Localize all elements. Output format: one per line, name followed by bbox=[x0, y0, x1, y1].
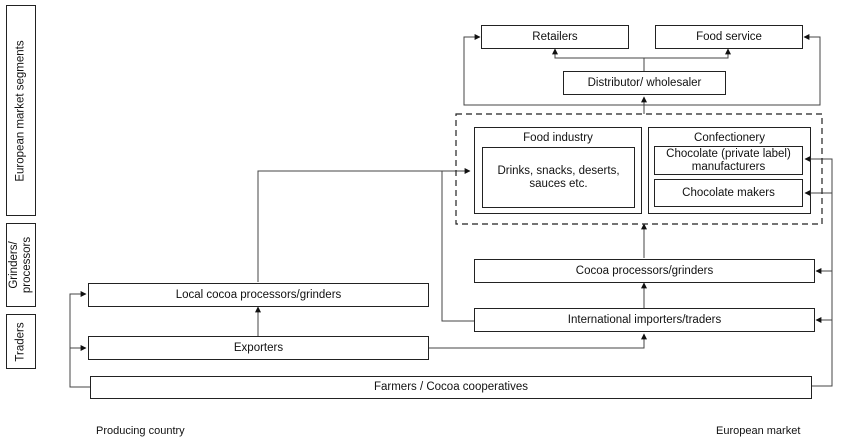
farmers-box: Farmers / Cocoa cooperatives bbox=[90, 376, 812, 399]
retailers-box: Retailers bbox=[481, 25, 629, 49]
european-market-label: European market bbox=[716, 425, 801, 437]
international-importers-box: International importers/traders bbox=[474, 308, 815, 332]
segment-european-market: European market segments bbox=[6, 5, 36, 216]
arrow-importers-to-food-industry bbox=[441, 171, 474, 322]
segment-grinders-processors: Grinders/ processors bbox=[6, 223, 36, 307]
food-industry-frame: Food industry bbox=[474, 127, 642, 214]
confectionery-frame: Confectionery bbox=[648, 127, 811, 214]
food-service-box: Food service bbox=[655, 25, 803, 49]
arrow-loop-to-food-service bbox=[644, 34, 821, 106]
producing-country-label: Producing country bbox=[96, 425, 185, 437]
local-processors-box: Local cocoa processors/grinders bbox=[88, 283, 429, 307]
arrow-distributor-to-food-service bbox=[644, 48, 731, 59]
arrow-farmers-to-chocolate-private bbox=[804, 156, 833, 387]
arrow-distributor-to-retailers bbox=[552, 48, 645, 72]
arrow-local-to-food-industry bbox=[257, 168, 471, 282]
chocolate-makers-box: Chocolate makers bbox=[654, 179, 803, 207]
cocoa-processors-box: Cocoa processors/grinders bbox=[474, 259, 815, 283]
arrow-farmers-to-local bbox=[69, 291, 90, 388]
european-segments-frame bbox=[455, 113, 823, 225]
segment-traders: Traders bbox=[6, 314, 36, 369]
confectionery-title: Confectionery bbox=[694, 132, 765, 144]
exporters-box: Exporters bbox=[88, 336, 429, 360]
chocolate-private-label-box: Chocolate (private label) manufacturers bbox=[654, 146, 803, 175]
food-industry-title: Food industry bbox=[523, 132, 593, 144]
arrow-exporters-to-importers bbox=[429, 333, 647, 349]
arrow-loop-to-retailers bbox=[463, 34, 644, 106]
food-industry-items-box: Drinks, snacks, deserts, sauces etc. bbox=[482, 147, 635, 208]
distributor-box: Distributor/ wholesaler bbox=[563, 71, 726, 95]
